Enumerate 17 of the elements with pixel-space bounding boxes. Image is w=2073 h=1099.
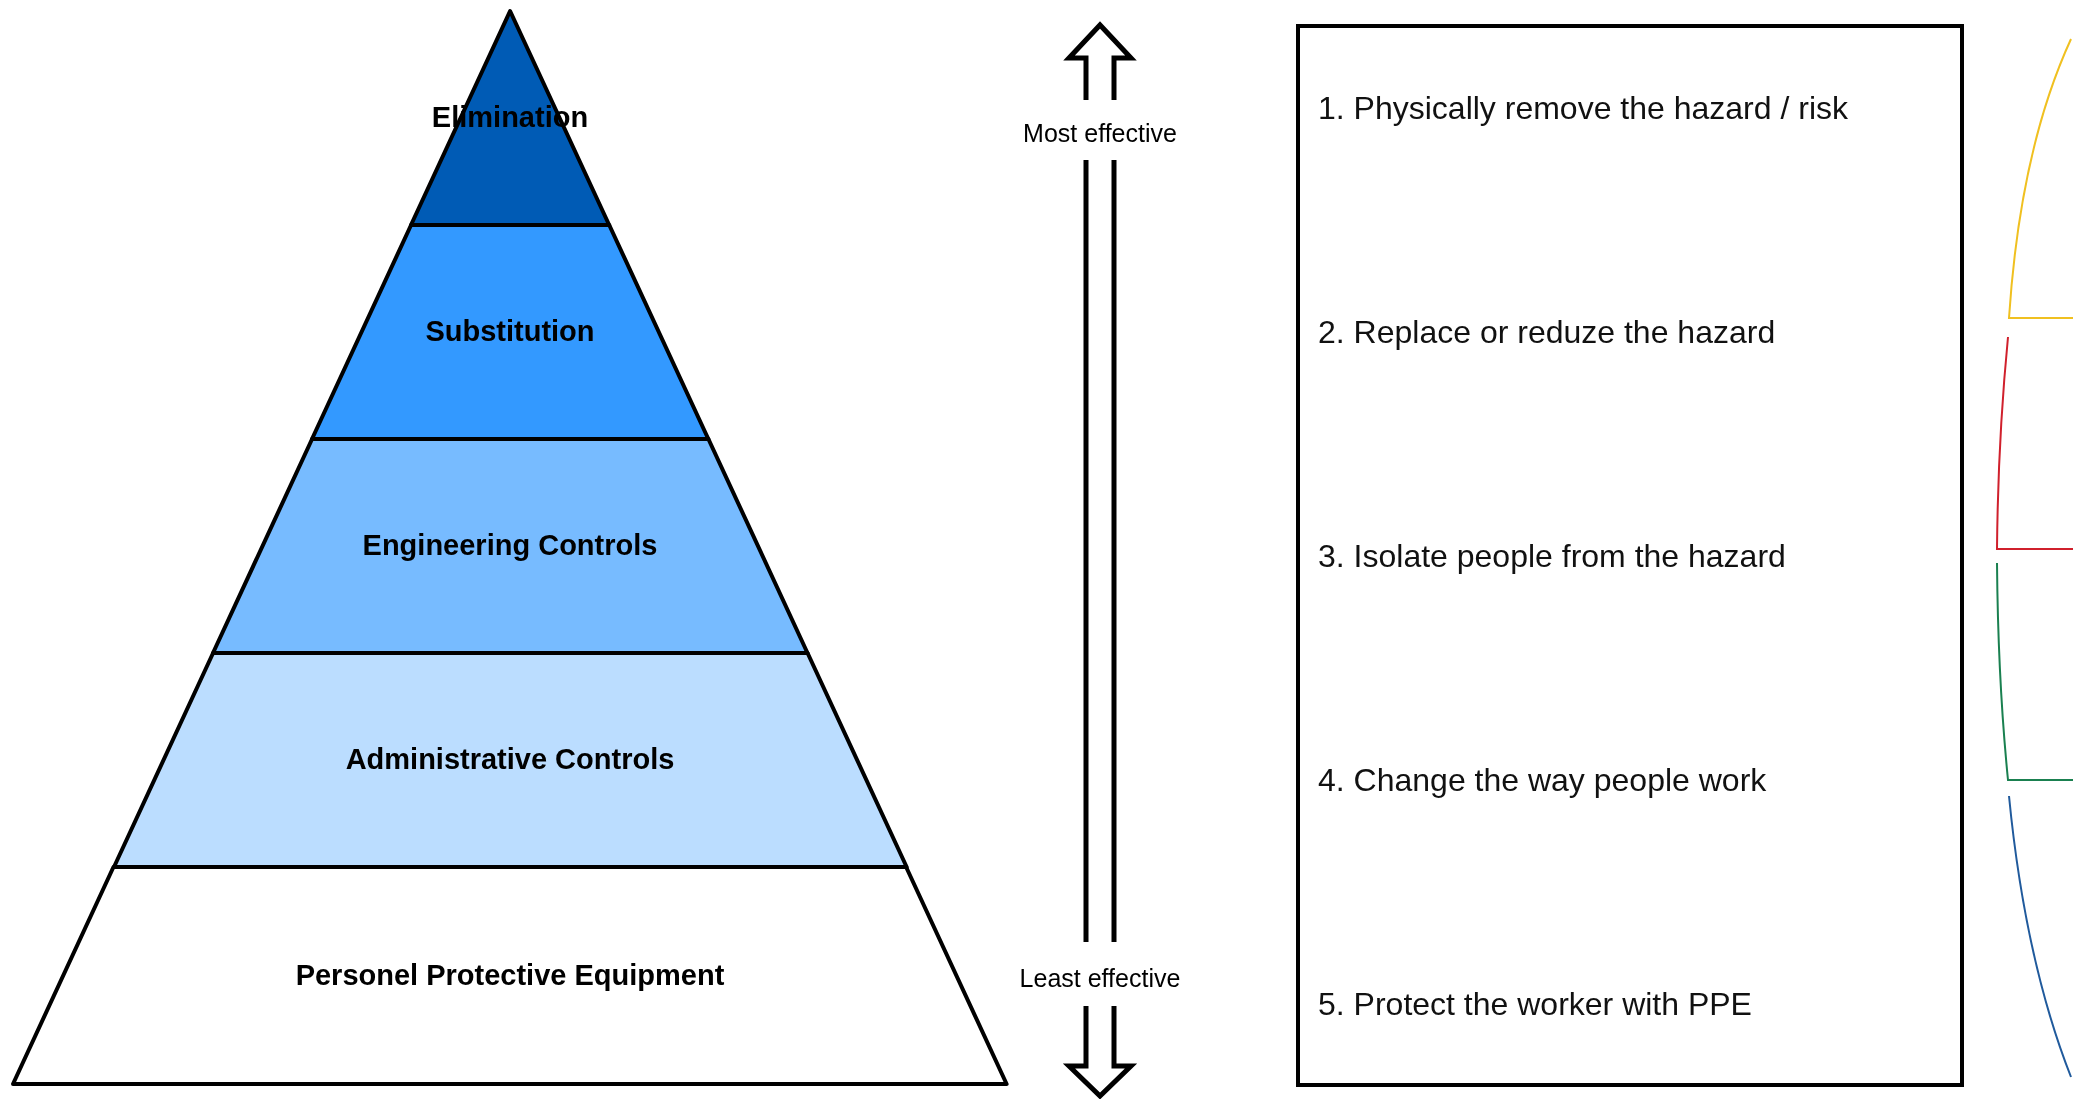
description-text: 5. Protect the worker with PPE: [1318, 985, 1752, 1024]
level-label: Personel Protective Equipment: [295, 957, 725, 993]
pyramid-level: [311, 225, 709, 439]
description-panel: [1296, 24, 1964, 1087]
arrow-label: Most effective: [1022, 118, 1178, 149]
level-label: Substitution: [425, 314, 595, 350]
pyramid-level: [212, 439, 808, 653]
description-text: 4. Change the way people work: [1318, 761, 1767, 800]
pyramid-level: [113, 653, 907, 867]
description-text: 1. Physically remove the hazard / risk: [1318, 89, 1848, 128]
level-label: Administrative Controls: [345, 742, 675, 778]
arrow-label: Least effective: [1018, 963, 1182, 994]
pyramid-level: [13, 867, 1007, 1084]
description-text: 3. Isolate people from the hazard: [1318, 537, 1786, 576]
description-text: 2. Replace or reduze the hazard: [1318, 313, 1776, 352]
level-label: Engineering Controls: [362, 528, 658, 564]
pyramid-level: [410, 11, 610, 225]
